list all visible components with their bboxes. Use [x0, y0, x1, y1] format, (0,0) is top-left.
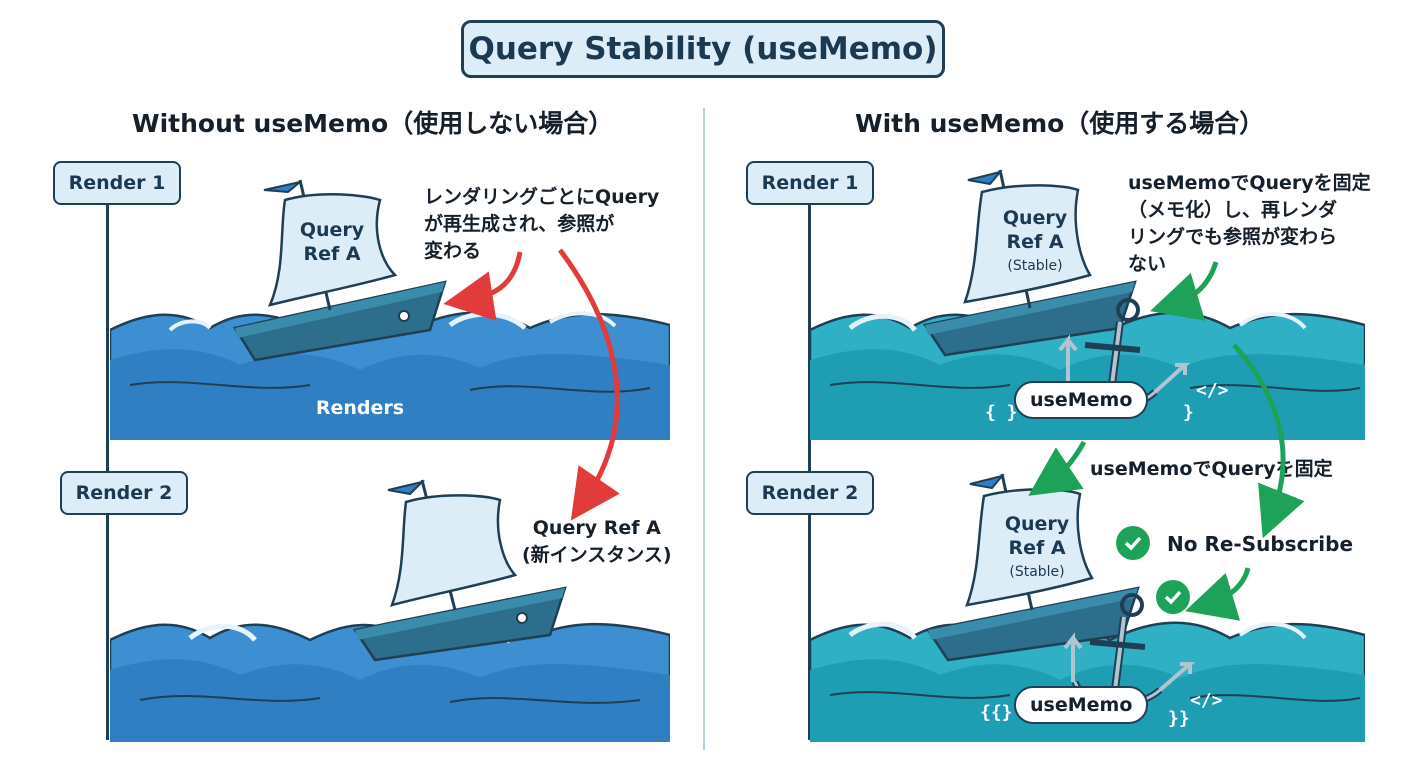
annotation-line: リングでも参照が変わら [1128, 226, 1338, 248]
up-arrow-icon [1063, 632, 1083, 682]
sail-line-3: (Stable) [1009, 564, 1064, 580]
code-brace-icon: }} [1168, 708, 1190, 729]
without-usememo-heading: Without useMemo（使用しない場合） [132, 109, 614, 138]
sail [267, 192, 398, 307]
boat-icon: Query Ref A [232, 179, 447, 362]
code-brace-icon: {{} [980, 702, 1013, 723]
annotation-line: Query Ref A [532, 517, 661, 539]
annotation-line: useMemoでQueryを固定 [1128, 172, 1371, 194]
sail-line-2: Ref A [303, 243, 360, 265]
usememo-pill-2: useMemo [1014, 686, 1149, 724]
red-arrow-icon [443, 251, 523, 321]
sail [963, 184, 1092, 304]
left-annotation-top: レンダリングごとにQuery が再生成され、参照が 変わる [424, 184, 659, 265]
sail-line-1: Query [1005, 513, 1070, 535]
annotation-line: ない [1128, 253, 1167, 275]
sail-line-1: Query [300, 219, 365, 241]
water-front [110, 349, 670, 440]
sail [389, 494, 518, 607]
boat-icon: Query Ref A (Stable) [925, 473, 1140, 662]
code-tag-icon: </> [1190, 690, 1223, 711]
right-scene-render-2: Query Ref A (Stable) [810, 473, 1365, 742]
code-brace-icon: } [1183, 402, 1194, 423]
usememo-pill-1: useMemo [1014, 381, 1149, 419]
annotation-line: が再生成され、参照が [424, 213, 615, 235]
left-render-1-label: Render 1 [53, 161, 181, 205]
sail-line-1: Query [1003, 207, 1068, 229]
sail-line-3: (Stable) [1007, 258, 1062, 274]
green-arrow-icon [1150, 261, 1219, 321]
page-title: Query Stability (useMemo) [461, 20, 945, 78]
right-arrows [1028, 261, 1305, 621]
annotation-line: 変わる [424, 240, 482, 262]
green-arrow-icon [1028, 440, 1087, 496]
red-arrow-icon [557, 248, 620, 521]
annotation-line: (新インスタンス) [522, 544, 672, 566]
check-icon [1156, 580, 1190, 614]
water-label: Renders [316, 397, 404, 419]
code-brace-icon: { } [985, 402, 1018, 423]
code-tag-icon: </> [1196, 380, 1229, 401]
sail-line-2: Ref A [1006, 231, 1063, 253]
up-arrow-icon [1058, 334, 1078, 385]
sail-line-2: Ref A [1008, 537, 1065, 559]
middle-annotation: useMemoでQueryを固定 [1090, 458, 1333, 480]
right-timeline [808, 200, 811, 740]
annotation-line: レンダリングごとにQuery [424, 186, 660, 208]
left-arrows [443, 248, 620, 521]
boat-icon [352, 479, 567, 662]
check-icon [1116, 526, 1150, 560]
right-annotation-top: useMemoでQueryを固定 （メモ化）し、再レンダ リングでも参照が変わら… [1128, 170, 1371, 278]
left-annotation-bottom: Query Ref A (新インスタンス) [522, 515, 672, 569]
with-usememo-heading: With useMemo（使用する場合） [855, 109, 1265, 138]
center-divider [703, 108, 705, 750]
green-arrow-icon [1185, 567, 1251, 621]
diag-arrow-icon [1153, 363, 1191, 394]
diag-arrow-icon [1158, 662, 1196, 692]
left-scene-render-2 [110, 479, 670, 742]
right-render-2-label: Render 2 [746, 471, 874, 515]
green-arrow-icon [1232, 343, 1305, 539]
right-render-1-label: Render 1 [746, 161, 874, 205]
right-scene-render-1: Query Ref A (Stable) [810, 169, 1365, 440]
left-render-2-label: Render 2 [60, 471, 188, 515]
annotation-line: （メモ化）し、再レンダ [1128, 199, 1338, 221]
boat-icon: Query Ref A (Stable) [922, 169, 1137, 357]
left-scene-render-1: Query Ref A Renders [110, 179, 670, 440]
left-timeline [106, 200, 109, 740]
